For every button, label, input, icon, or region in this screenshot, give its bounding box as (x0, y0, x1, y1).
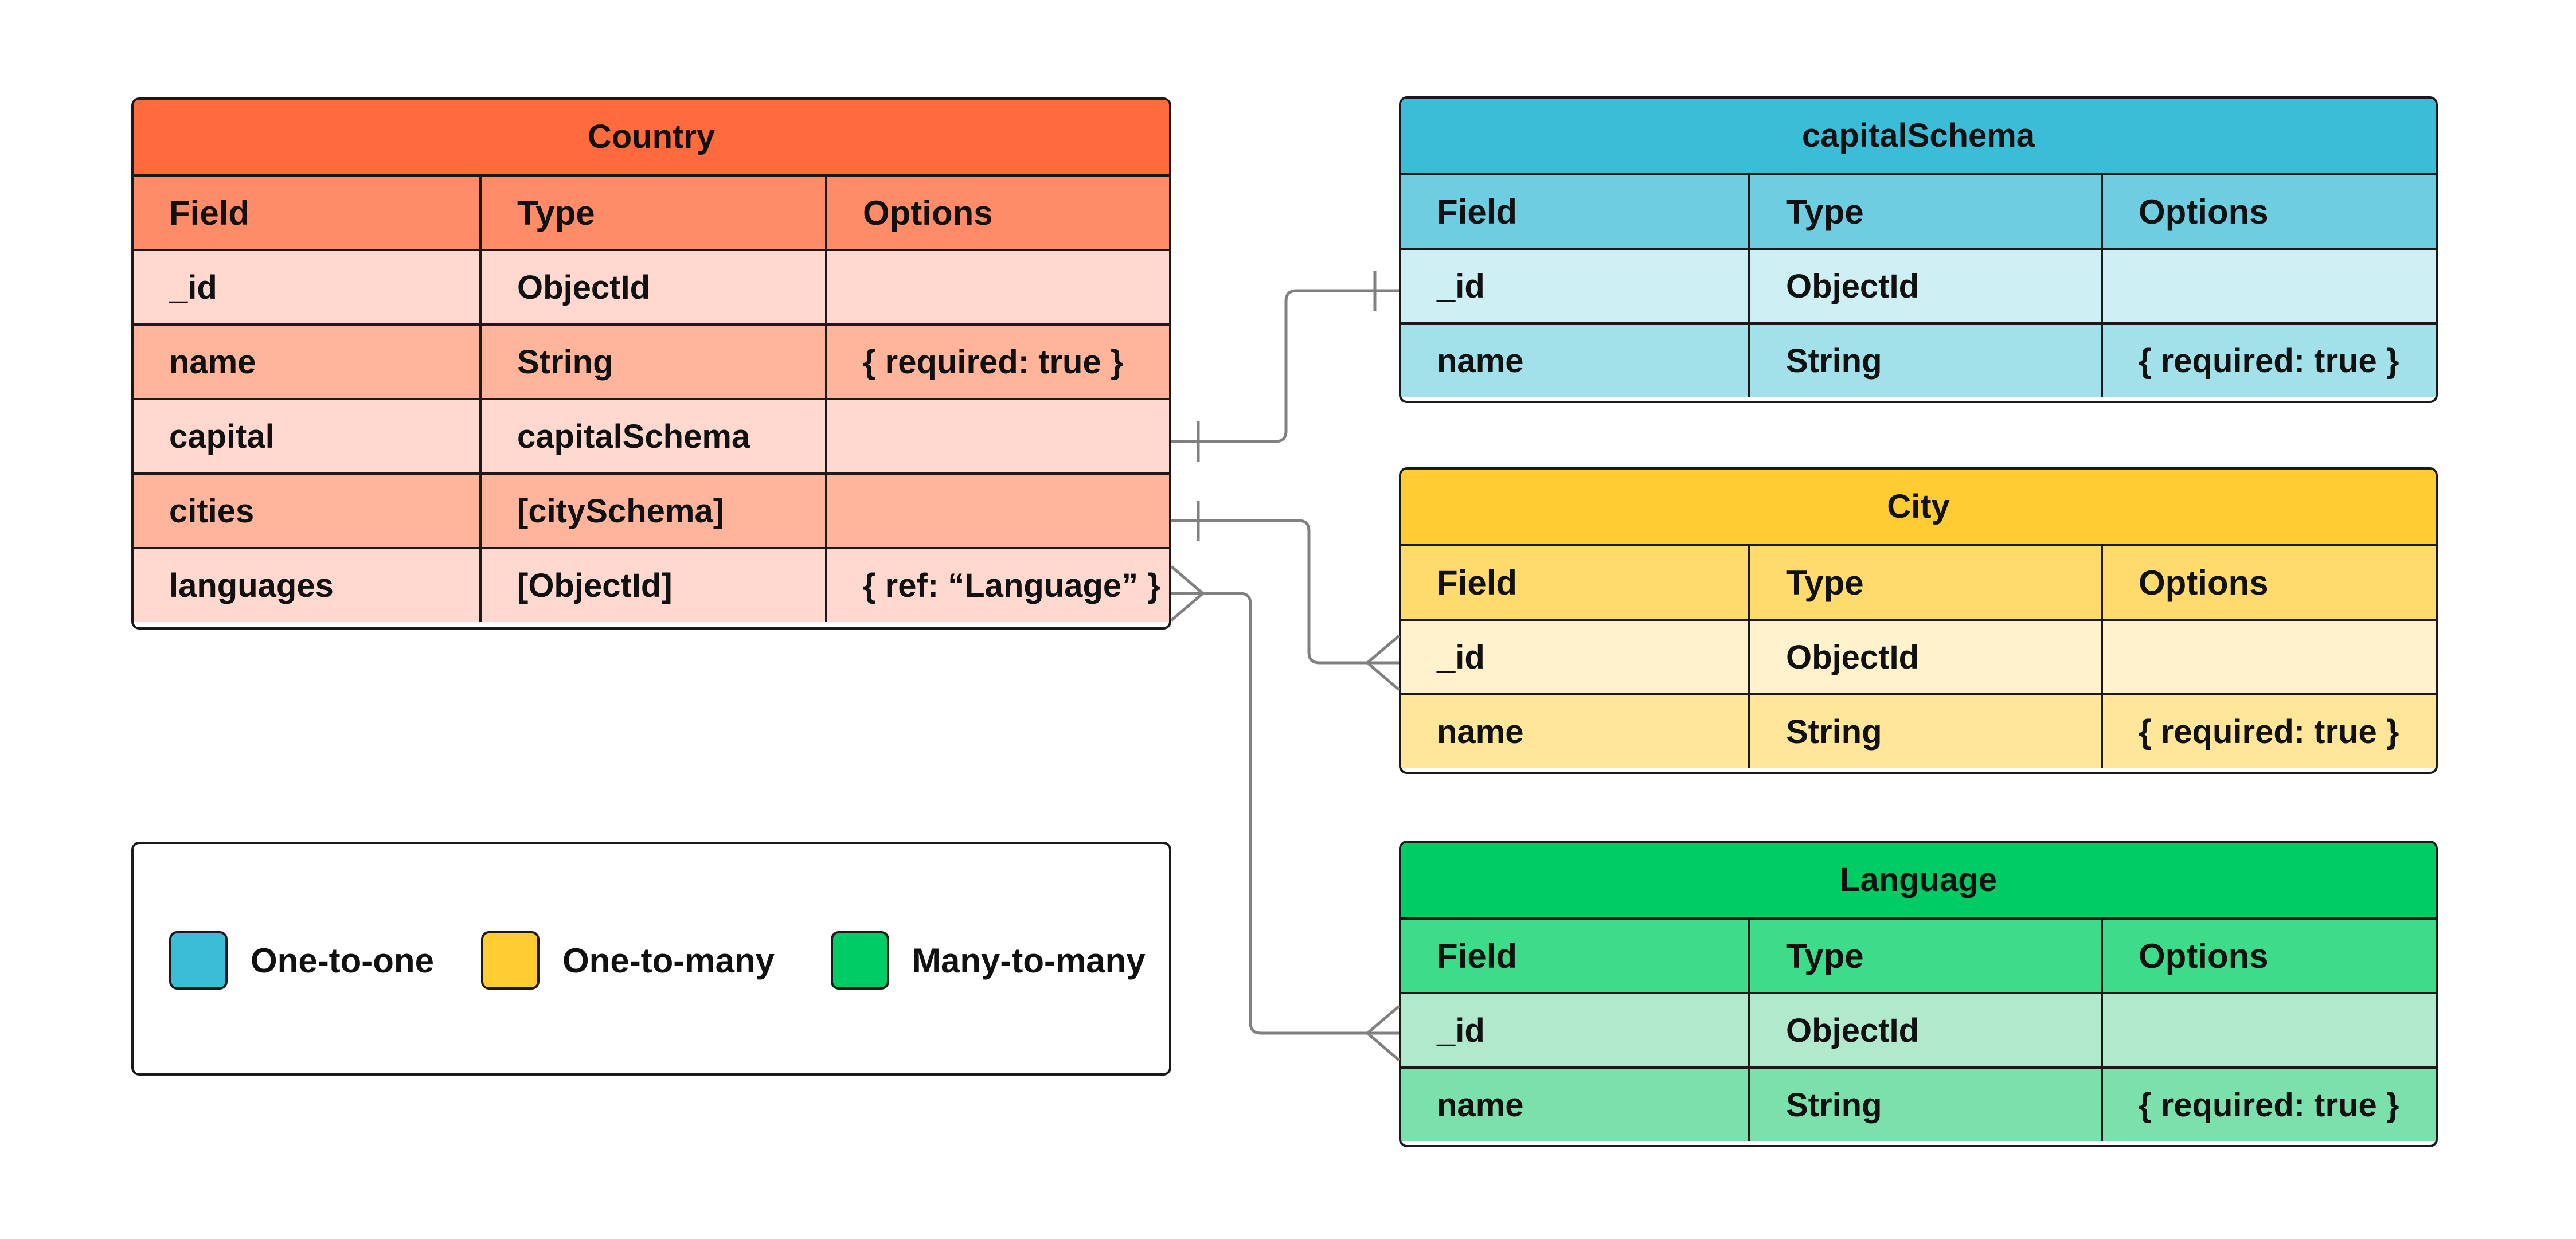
type-cell: ObjectId (1748, 621, 2101, 693)
header-type: Type (1748, 920, 2101, 992)
capital-schema-row-name: name String { required: true } (1401, 325, 2436, 397)
country-row-cities: cities [citySchema] (134, 475, 1169, 549)
legend-item-one-to-one: One-to-one (169, 929, 434, 992)
connector-many-to-many (1171, 592, 1399, 1035)
country-row-languages: languages [ObjectId] { ref: “Language” } (134, 549, 1169, 622)
field-cell: _id (1437, 1011, 1485, 1049)
type-cell: [citySchema] (479, 475, 825, 547)
type-cell: ObjectId (479, 251, 825, 323)
type-cell: String (1748, 325, 2101, 397)
header-options: Options (2101, 175, 2436, 248)
legend-label: One-to-one (251, 941, 434, 980)
capital-schema-row-id: _id ObjectId (1401, 250, 2436, 325)
language-row-id: _id ObjectId (1401, 994, 2436, 1069)
capital-schema-header-row: Field Type Options (1401, 175, 2436, 250)
crows-foot-marker (1170, 565, 1205, 622)
capital-schema-title: capitalSchema (1401, 99, 2436, 175)
type-cell: ObjectId (1748, 250, 2101, 322)
field-cell: _id (1437, 267, 1485, 305)
field-cell: name (1437, 342, 1524, 380)
options-cell: { ref: “Language” } (825, 549, 1169, 622)
language-row-name: name String { required: true } (1401, 1069, 2436, 1141)
header-options: Options (825, 177, 1169, 249)
type-cell: String (1748, 695, 2101, 768)
city-title: City (1401, 470, 2436, 546)
legend-label: One-to-many (562, 941, 775, 980)
options-cell: { required: true } (2101, 695, 2436, 768)
country-row-capital: capital capitalSchema (134, 400, 1169, 475)
language-title: Language (1401, 843, 2436, 920)
city-header-row: Field Type Options (1401, 546, 2436, 621)
options-cell: { required: true } (2101, 325, 2436, 397)
language-entity: Language Field Type Options _id ObjectId… (1399, 841, 2438, 1147)
options-cell (825, 400, 1169, 472)
connector-one-to-many (1171, 519, 1399, 665)
header-field: Field (1437, 563, 1518, 602)
header-options: Options (2101, 920, 2436, 992)
legend-swatch-one-to-many (481, 931, 540, 990)
city-row-id: _id ObjectId (1401, 621, 2436, 695)
header-field: Field (169, 193, 250, 232)
field-cell: languages (169, 566, 334, 604)
field-cell: _id (169, 268, 217, 306)
legend-item-one-to-many: One-to-many (481, 929, 775, 992)
legend-swatch-many-to-many (831, 931, 889, 990)
country-header-row: Field Type Options (134, 177, 1169, 251)
field-cell: capital (169, 417, 275, 455)
options-cell (2101, 250, 2436, 322)
legend-item-many-to-many: Many-to-many (831, 929, 1146, 992)
country-row-name: name String { required: true } (134, 326, 1169, 400)
city-entity: City Field Type Options _id ObjectId nam… (1399, 467, 2438, 774)
capital-schema-entity: capitalSchema Field Type Options _id Obj… (1399, 96, 2438, 403)
field-cell: name (169, 343, 256, 381)
field-cell: name (1437, 713, 1524, 751)
type-cell: ObjectId (1748, 994, 2101, 1066)
header-field: Field (1437, 936, 1518, 975)
field-cell: _id (1437, 638, 1485, 676)
options-cell: { required: true } (825, 326, 1169, 398)
type-cell: String (1748, 1069, 2101, 1141)
options-cell (2101, 994, 2436, 1066)
header-type: Type (479, 177, 825, 249)
country-entity: Country Field Type Options _id ObjectId … (131, 97, 1171, 630)
legend-swatch-one-to-one (169, 931, 228, 990)
header-type: Type (1748, 175, 2101, 248)
type-cell: [ObjectId] (479, 549, 825, 622)
city-row-name: name String { required: true } (1401, 695, 2436, 768)
header-options: Options (2101, 546, 2436, 619)
header-field: Field (1437, 192, 1518, 231)
options-cell (825, 475, 1169, 547)
legend-label: Many-to-many (912, 941, 1146, 980)
connector-one-to-one (1171, 289, 1399, 443)
crows-foot-marker (1366, 635, 1400, 691)
language-header-row: Field Type Options (1401, 920, 2436, 994)
type-cell: String (479, 326, 825, 398)
options-cell (825, 251, 1169, 323)
options-cell: { required: true } (2101, 1069, 2436, 1141)
country-title: Country (134, 100, 1169, 177)
field-cell: cities (169, 492, 255, 530)
header-type: Type (1748, 546, 2101, 619)
type-cell: capitalSchema (479, 400, 825, 472)
field-cell: name (1437, 1086, 1524, 1124)
options-cell (2101, 621, 2436, 693)
country-row-id: _id ObjectId (134, 251, 1169, 326)
crows-foot-marker (1366, 1005, 1400, 1061)
relationship-legend: One-to-one One-to-many Many-to-many (131, 842, 1171, 1076)
